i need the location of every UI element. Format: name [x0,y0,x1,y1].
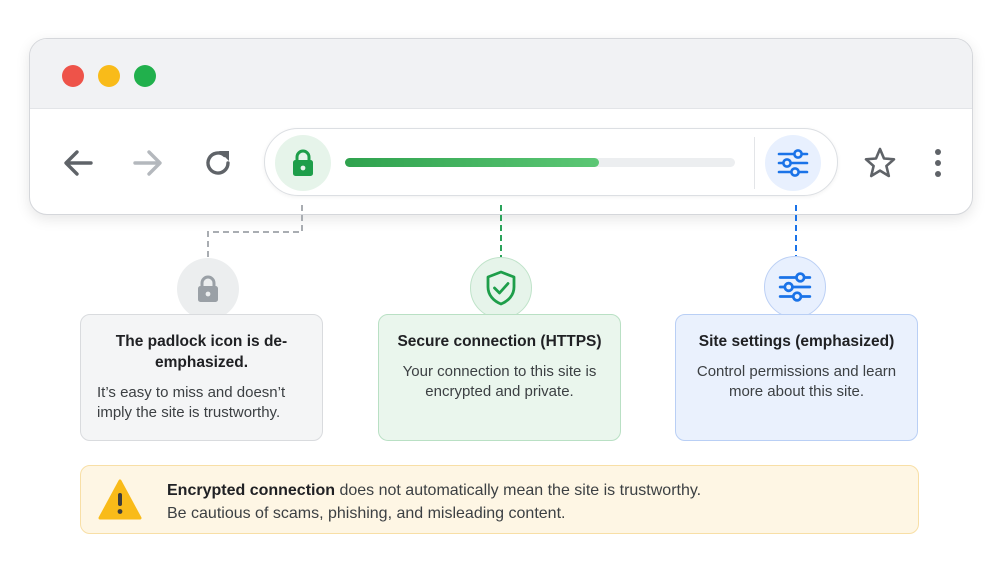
page-load-progress [345,158,735,167]
kebab-menu-icon [935,149,941,177]
arrow-right-icon [133,150,162,176]
reload-button[interactable] [198,143,238,183]
bookmark-button[interactable] [860,143,900,183]
sliders-icon [777,149,809,177]
settings-badge [764,256,826,318]
address-bar[interactable] [264,128,838,196]
reload-icon [206,151,230,175]
https-callout-card: Secure connection (HTTPS) Your connectio… [378,314,621,441]
site-settings-callout-card: Site settings (emphasized) Control permi… [675,314,918,441]
callout-body: Your connection to this site is encrypte… [402,363,597,400]
shield-badge [470,257,532,319]
close-window-button[interactable] [62,65,84,87]
site-lock-button[interactable] [275,135,331,191]
warning-line1: does not automatically mean the site is … [335,482,702,499]
callout-body: It’s easy to miss and doesn’t imply the … [97,384,286,421]
callout-title: Site settings (emphasized) [698,333,895,350]
padlock-callout-card: The padlock icon is de-emphasized. It’s … [80,314,323,441]
warning-banner: Encrypted connection does not automatica… [80,465,919,534]
warning-emphasis: Encrypted connection [167,482,336,499]
arrow-left-icon [64,150,93,176]
warning-text: Encrypted connection does not automatica… [167,479,701,525]
star-icon [864,147,896,178]
back-button[interactable] [58,143,98,183]
browser-menu-button[interactable] [918,143,958,183]
forward-button[interactable] [128,143,168,183]
progress-fill [345,158,599,167]
shield-check-icon [486,270,516,306]
callout-title: Secure connection (HTTPS) [397,333,602,350]
padlock-icon [198,275,218,302]
divider [754,137,755,189]
callout-title: The padlock icon is de-emphasized. [115,333,288,371]
maximize-window-button[interactable] [134,65,156,87]
warning-triangle-icon [98,479,142,520]
callout-body: Control permissions and learn more about… [696,363,897,400]
browser-window [29,38,973,215]
warning-line2: Be cautious of scams, phishing, and misl… [167,505,566,522]
site-settings-button[interactable] [765,135,821,191]
title-bar [30,39,972,109]
sliders-icon [778,272,812,302]
padlock-icon [293,149,313,176]
padlock-badge [177,258,239,320]
minimize-window-button[interactable] [98,65,120,87]
